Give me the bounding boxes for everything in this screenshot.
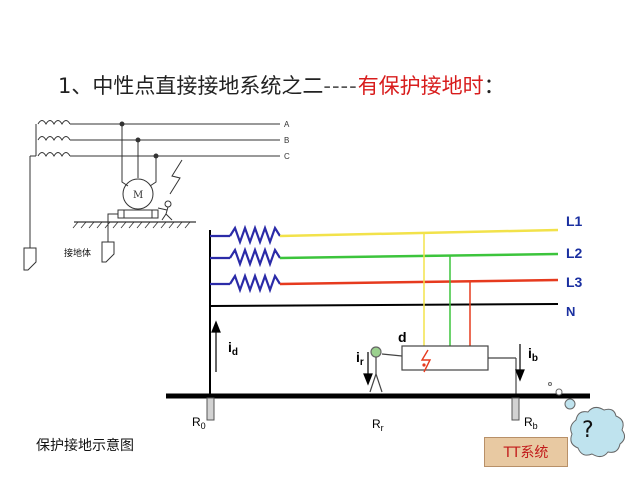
- arrow-ib-head: [515, 369, 525, 382]
- coil-b: [37, 136, 71, 142]
- page-title: 1、中性点直接接地系统之二----有保护接地时：: [58, 70, 618, 100]
- coil-a: [37, 120, 71, 126]
- motor-ground-lead: [107, 213, 118, 242]
- small-ground-rod: [101, 241, 115, 263]
- tt-system-badge: TT系统: [484, 437, 568, 467]
- phase-c-label: C: [284, 152, 290, 161]
- title-highlight: 有保护接地时: [357, 74, 484, 98]
- rb-electrode: [511, 397, 520, 421]
- motor-label: M: [133, 190, 143, 201]
- motor-circle: [122, 178, 154, 210]
- winding-l1: [229, 224, 281, 246]
- label-id: id: [228, 339, 238, 358]
- fault-dot: [422, 363, 426, 367]
- r0-electrode: [206, 397, 215, 421]
- label-l2: L2: [566, 245, 583, 261]
- thought-bubble: [548, 382, 626, 458]
- label-fault-d: d: [398, 329, 407, 345]
- title-prefix: 1、中性点直接接地系统之二: [58, 74, 324, 98]
- label-n: N: [566, 304, 575, 319]
- phase-a-label: A: [284, 120, 290, 129]
- winding-l3: [229, 272, 281, 294]
- label-ib: ib: [528, 345, 538, 364]
- label-rb: Rb: [524, 415, 538, 431]
- title-suffix: ：: [483, 74, 505, 98]
- arrow-id-head: [211, 320, 221, 333]
- current-arrows: [211, 320, 525, 386]
- title-dashes: ----: [323, 74, 358, 98]
- transformer-windings: [210, 224, 281, 294]
- small-schematic: [23, 120, 280, 271]
- label-l1: L1: [566, 213, 583, 229]
- question-mark: ?: [582, 418, 594, 443]
- fault-spark-icon: [169, 159, 183, 195]
- label-l3: L3: [566, 274, 583, 290]
- phase-b-label: B: [284, 136, 289, 145]
- left-ground-rod: [23, 247, 37, 271]
- line-l1: [279, 228, 559, 238]
- label-ir: ir: [356, 349, 364, 368]
- winding-l2: [229, 246, 281, 268]
- equipment-enclosure: [401, 345, 489, 371]
- label-r0: R0: [192, 415, 206, 431]
- person-head: [164, 200, 172, 208]
- fault-spark-icon-main: [420, 349, 432, 373]
- line-l3: [279, 278, 559, 286]
- diagram-caption: 保护接地示意图: [36, 438, 134, 454]
- coil-c: [37, 152, 71, 158]
- arrow-ir-head: [363, 373, 373, 386]
- line-l2: [279, 252, 559, 260]
- bubble-cloud: [570, 406, 626, 458]
- line-n: [209, 303, 559, 307]
- person-figure: [369, 346, 403, 393]
- small-earth-hatch: [72, 221, 191, 229]
- ground-body-label: 接地体: [64, 247, 91, 259]
- label-rr: Rr: [372, 417, 384, 433]
